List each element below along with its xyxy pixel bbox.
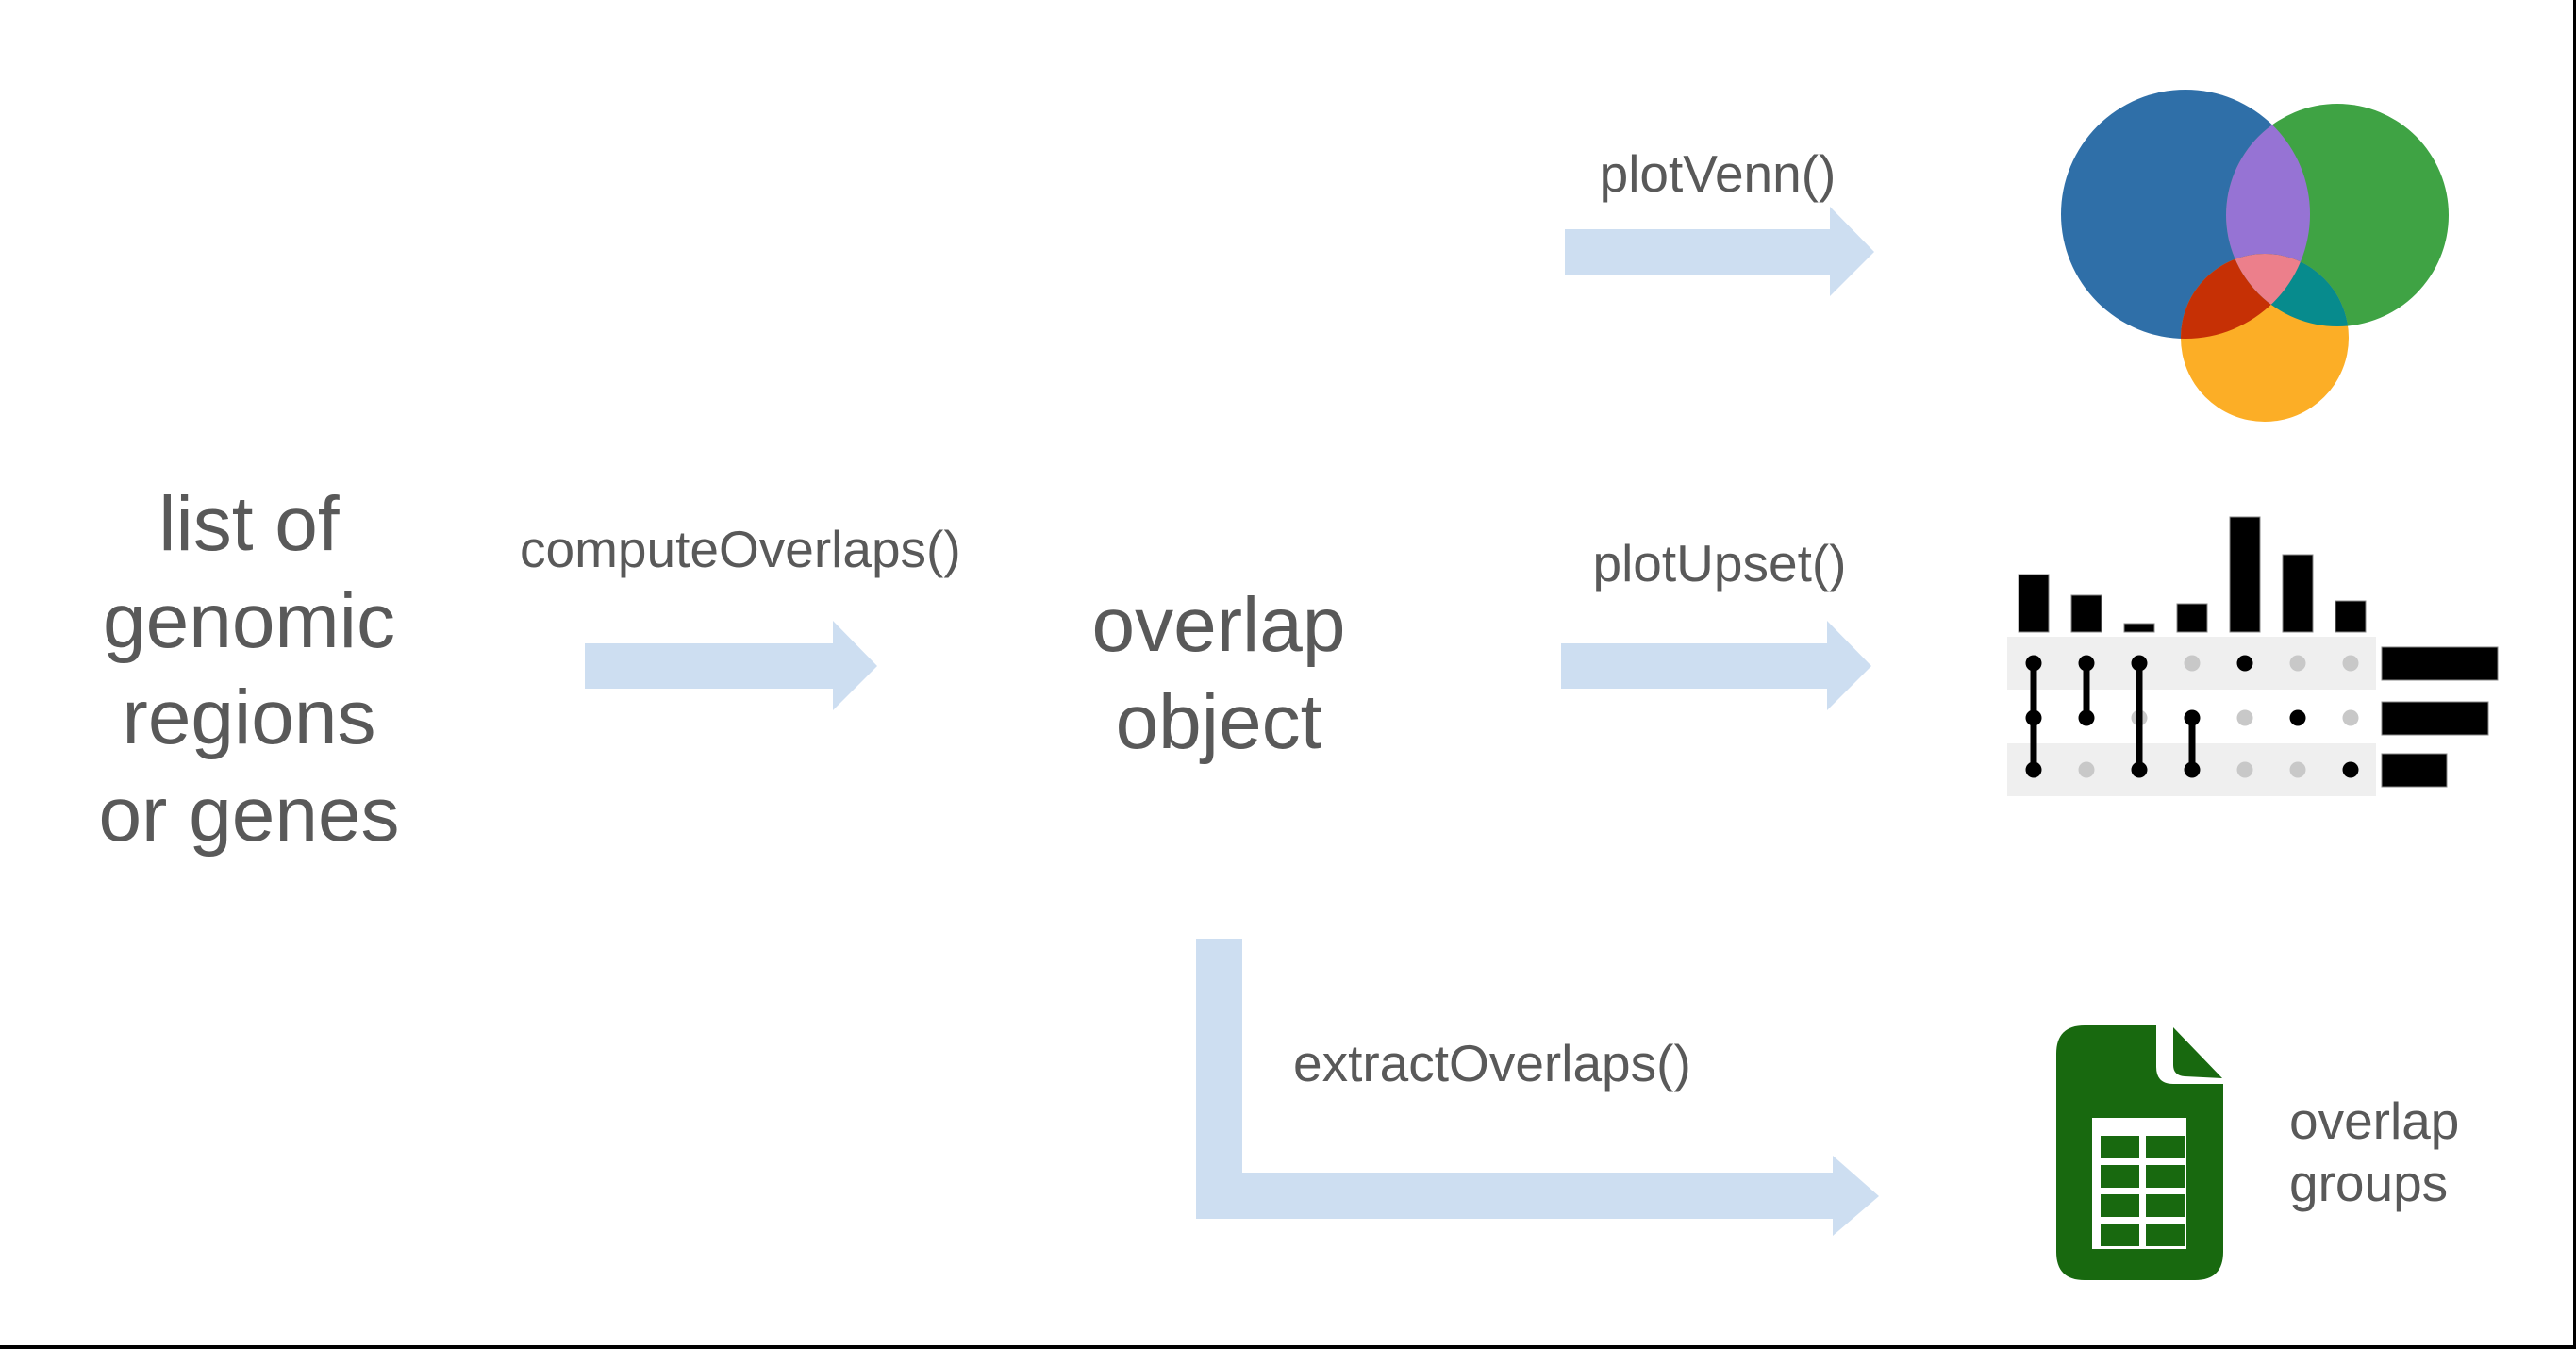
compute-overlaps-label: computeOverlaps()	[520, 520, 961, 578]
arrow-head-icon	[833, 621, 877, 710]
arrow-body	[585, 643, 833, 689]
arrow-body	[1561, 643, 1827, 689]
plot-upset-label: plotUpset()	[1592, 534, 1847, 592]
arrow-horizontal-segment	[1196, 1173, 1833, 1219]
arrow-head-icon	[1827, 621, 1871, 710]
sheet-fold-flap	[2173, 1027, 2222, 1078]
arrow-head-icon	[1833, 1156, 1879, 1236]
sheet-cells	[2101, 1136, 2185, 1246]
arrow-head-icon	[1830, 207, 1874, 296]
extract-overlaps-label: extractOverlaps()	[1293, 1034, 1691, 1092]
upset-plot-icon	[2007, 516, 2499, 796]
plot-venn-label: plotVenn()	[1599, 144, 1836, 203]
arrow-vertical-segment	[1196, 939, 1242, 1219]
venn-overlap-green-orange	[2226, 254, 2349, 326]
input-list-label: list of genomic regions or genes	[98, 481, 400, 858]
arrow-body	[1565, 229, 1830, 275]
spreadsheet-icon	[2056, 1025, 2223, 1280]
overlap-object-label: overlap object	[1091, 582, 1346, 765]
venn-diagram-icon	[2061, 90, 2449, 422]
overlap-groups-label: overlap groups	[2289, 1091, 2460, 1212]
